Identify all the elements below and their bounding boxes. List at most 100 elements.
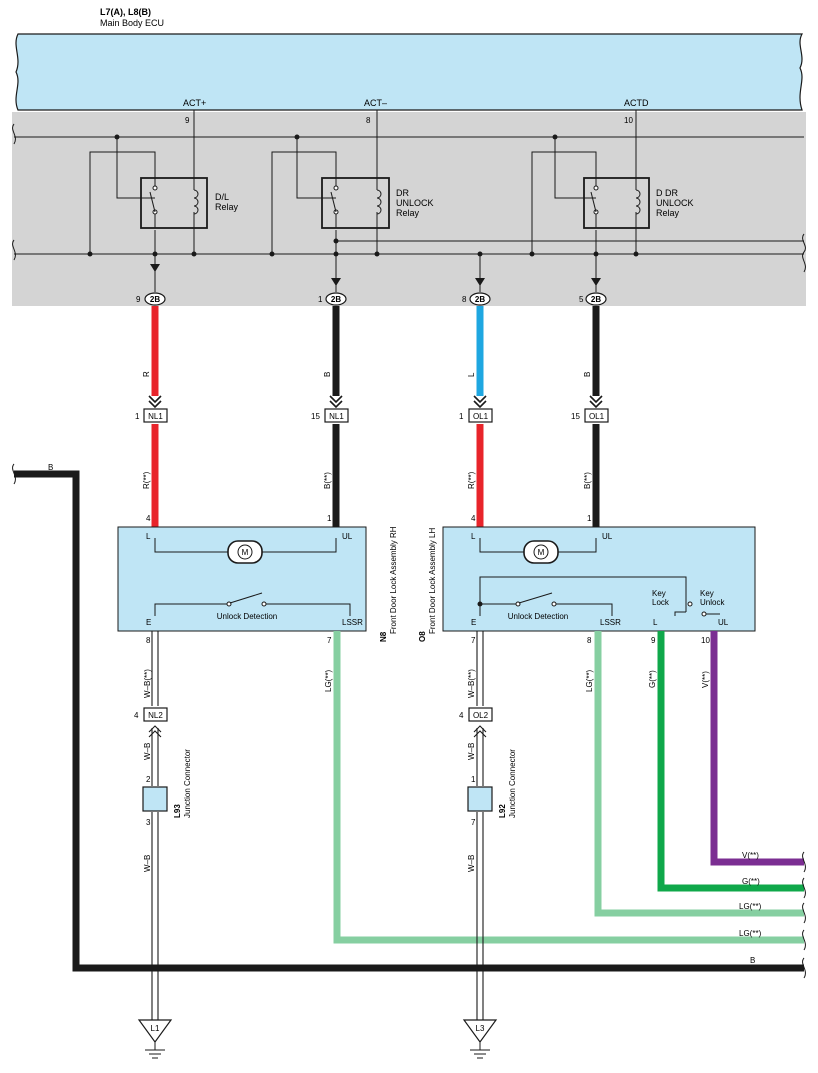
relay-dr-label-2: UNLOCK	[396, 198, 434, 208]
rh-pin-ul: 1	[327, 514, 332, 523]
exit-wires	[333, 631, 804, 944]
lh-term-kul: UL	[718, 618, 729, 627]
rh-term-lssr: LSSR	[342, 618, 363, 627]
wire-code-l: L	[467, 372, 476, 377]
signal-act-minus: ACT–	[364, 98, 387, 108]
lh-wb-out-code: W–B	[467, 855, 476, 872]
lh-lssr-wire-code: LG(**)	[585, 669, 594, 692]
relay-dr-label-1: DR	[396, 188, 409, 198]
rh-lssr-wire-code: LG(**)	[324, 669, 333, 692]
relay-dr-unlock: DR UNLOCK Relay	[321, 177, 434, 229]
signal-act-plus: ACT+	[183, 98, 206, 108]
relay-ddr-label-2: UNLOCK	[656, 198, 694, 208]
lh-name: Front Door Lock Assembly LH	[428, 528, 437, 634]
panel-wiring	[14, 110, 804, 292]
lh-motor-m: M	[538, 548, 545, 557]
ground-label-l1: L1	[151, 1024, 160, 1033]
relay-dl-label-1: D/L	[215, 192, 229, 202]
lh-e-wire-code: W–B(**)	[467, 669, 476, 698]
lh-pin-kul: 10	[701, 636, 710, 645]
lh-key-unlock-1: Key	[700, 589, 714, 598]
l93-pin-out: 3	[146, 818, 151, 827]
rh-term-e: E	[146, 618, 151, 627]
relay-dl: D/L Relay	[140, 177, 239, 229]
ground-l3	[462, 1019, 498, 1059]
lh-term-l: L	[471, 532, 476, 541]
exit-label-lg-2: LG(**)	[739, 929, 762, 938]
wire-code-b: B	[323, 372, 332, 377]
exit-label-lg-1: LG(**)	[739, 902, 762, 911]
rh-unlock-detection: Unlock Detection	[217, 612, 277, 621]
rh-e-wire-code: W–B(**)	[143, 669, 152, 698]
lh-key-lock-2: Lock	[652, 598, 670, 607]
wire-code-b-star: B(**)	[323, 472, 332, 489]
ecu-connectors	[144, 264, 607, 306]
conn-2b-d: 2B	[591, 295, 601, 304]
lh-kl-wire-code: G(**)	[648, 670, 657, 688]
wire-code-r-star-2: R(**)	[467, 471, 476, 489]
lh-term-kl: L	[653, 618, 658, 627]
lh-pin-l: 4	[471, 514, 476, 523]
conn-2b-a: 2B	[150, 295, 160, 304]
rh-pin-e: 8	[146, 636, 151, 645]
ecu-body	[15, 33, 804, 111]
ground-l1	[137, 1019, 173, 1059]
l92-pin-in: 1	[471, 775, 476, 784]
lh-pin-e: 7	[471, 636, 476, 645]
relay-dl-label-2: Relay	[215, 202, 239, 212]
inline-chevrons	[148, 395, 603, 409]
l92-id: L92	[498, 804, 507, 818]
rh-motor-m: M	[242, 548, 249, 557]
wb-wires	[148, 631, 487, 1020]
relay-ddr-label-1: D DR	[656, 188, 678, 198]
conn-nl1-pin-1: 1	[135, 412, 140, 421]
lh-pin-ul: 1	[587, 514, 592, 523]
conn-nl2-pin: 4	[134, 711, 139, 720]
conn-ol1-pin-1: 1	[459, 412, 464, 421]
rh-term-ul: UL	[342, 532, 353, 541]
lh-term-e: E	[471, 618, 476, 627]
l93-pin-in: 2	[146, 775, 151, 784]
trunk-label-b: B	[48, 463, 53, 472]
relay-ddr-label-3: Relay	[656, 208, 680, 218]
l93-name: Junction Connector	[183, 749, 192, 818]
wire-code-r-star: R(**)	[142, 471, 151, 489]
signal-actd: ACTD	[624, 98, 649, 108]
lh-unlock-detection: Unlock Detection	[508, 612, 568, 621]
ground-trunk-wire	[14, 470, 804, 972]
wire-code-b-star-2: B(**)	[583, 472, 592, 489]
exit-label-b: B	[750, 956, 755, 965]
rh-wb-out-code: W–B	[143, 855, 152, 872]
conn-ol2: OL2	[473, 711, 489, 720]
inline-connector-boxes	[143, 408, 609, 423]
conn-nl2: NL2	[148, 711, 163, 720]
conn-pin-9: 9	[136, 295, 141, 304]
ecu-pin-8: 8	[366, 116, 371, 125]
lh-term-lssr: LSSR	[600, 618, 621, 627]
conn-nl1-b: NL1	[329, 412, 344, 421]
conn-2b-b: 2B	[331, 295, 341, 304]
rh-pin-l: 4	[146, 514, 151, 523]
panel-junctions	[87, 134, 639, 257]
conn-nl2-box	[143, 707, 168, 722]
lh-pin-lssr: 8	[587, 636, 592, 645]
ecu-pin-10: 10	[624, 116, 633, 125]
conn-pin-1: 1	[318, 295, 323, 304]
lh-id: O8	[418, 631, 427, 642]
rh-id: N8	[379, 631, 388, 642]
conn-pin-5: 5	[579, 295, 584, 304]
lh-term-ul: UL	[602, 532, 613, 541]
relay-dr-label-3: Relay	[396, 208, 420, 218]
junction-l93	[142, 786, 168, 812]
junction-l92	[467, 786, 493, 812]
rh-wb-code: W–B	[143, 743, 152, 760]
conn-2b-c: 2B	[475, 295, 485, 304]
exit-label-g: G(**)	[742, 877, 760, 886]
ecu-id: L7(A), L8(B)	[100, 7, 151, 17]
exit-wire-ends	[802, 851, 806, 979]
conn-ol2-pin: 4	[459, 711, 464, 720]
lh-pin-kl: 9	[651, 636, 656, 645]
conn-nl1-a: NL1	[148, 412, 163, 421]
relay-panel	[12, 112, 806, 306]
